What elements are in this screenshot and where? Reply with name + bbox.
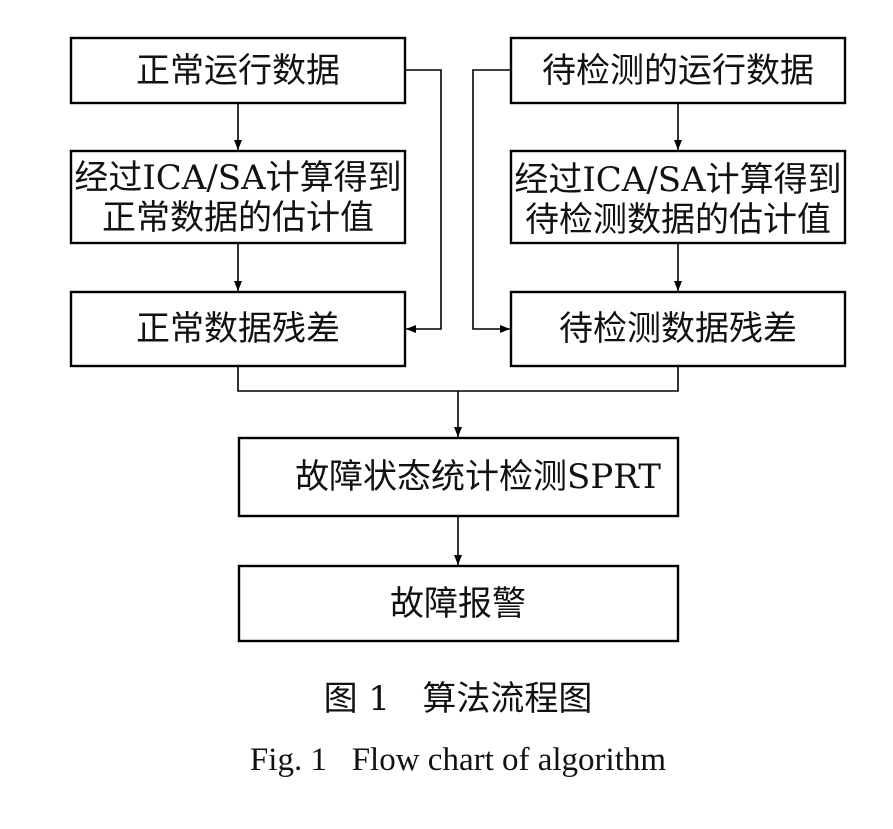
test-data-label: 待检测的运行数据 — [542, 51, 814, 91]
normal-estimate-box — [69, 149, 407, 245]
test-residual-box — [509, 290, 847, 368]
normal-estimate-label-line1: 经过ICA/SA计算得到 — [74, 158, 401, 198]
test-estimate-label-line1: 经过ICA/SA计算得到 — [514, 160, 841, 200]
caption-chinese: 图 1 算法流程图 — [324, 679, 593, 719]
normal-data-box — [69, 36, 407, 105]
alarm-box — [237, 564, 680, 643]
merge-line — [237, 366, 679, 392]
test-data-box — [509, 36, 847, 105]
test-residual-label: 待检测数据残差 — [559, 309, 797, 349]
normal-residual-label: 正常数据残差 — [136, 309, 340, 349]
arrow-normal-data-bypass — [405, 69, 442, 333]
normal-data-label: 正常运行数据 — [136, 51, 340, 91]
arrow-test-data-bypass — [472, 69, 511, 333]
caption-english: Fig. 1 Flow chart of algorithm — [250, 742, 666, 778]
normal-estimate-label-line2: 正常数据的估计值 — [102, 198, 374, 238]
test-estimate-label-line2: 待检测数据的估计值 — [525, 200, 831, 240]
sprt-label: 故障状态统计检测SPRT — [295, 457, 661, 497]
test-estimate-box — [509, 149, 847, 245]
alarm-label: 故障报警 — [390, 584, 526, 624]
